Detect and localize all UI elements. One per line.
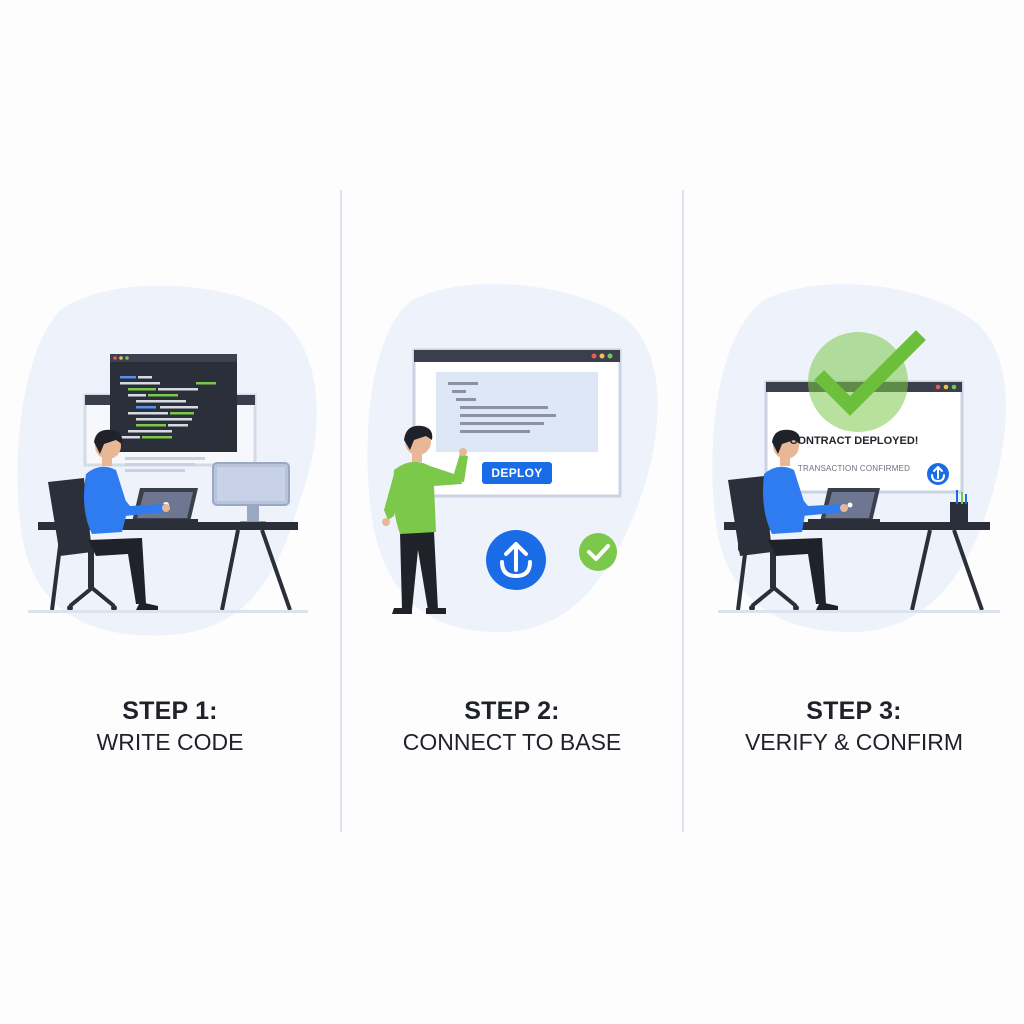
- divider-2: [682, 190, 684, 832]
- browser-window: [412, 348, 622, 498]
- step-2-illustration: [367, 283, 658, 633]
- step-1-illustration: [17, 285, 317, 636]
- step-2-subtitle: CONNECT TO BASE: [402, 729, 622, 755]
- step-1-subtitle: WRITE CODE: [96, 729, 244, 755]
- presenter: [382, 425, 468, 614]
- developer: [84, 429, 170, 610]
- step-2-title: STEP 2:: [464, 697, 560, 725]
- transaction-confirmed-text: TRANSACTION CONFIRMED: [797, 464, 911, 473]
- upload-arrow-icon: [927, 463, 949, 485]
- step-1-panel: STEP 1: WRITE CODE: [0, 0, 340, 1024]
- developer: [763, 429, 848, 610]
- step-3-panel: CONTRACT DEPLOYED! TRANSACTION CONFIRMED…: [684, 0, 1024, 1024]
- pencil-cup: [950, 490, 968, 522]
- code-editor-window: [110, 354, 237, 452]
- step-3-title: STEP 3:: [806, 697, 902, 725]
- step-3-illustration: [712, 284, 1006, 633]
- step-3-subtitle: VERIFY & CONFIRM: [744, 729, 964, 755]
- deploy-button[interactable]: DEPLOY: [482, 462, 552, 484]
- large-check-icon: [808, 330, 926, 432]
- contract-deployed-text: CONTRACT DEPLOYED!: [789, 435, 919, 447]
- monitor: [212, 462, 290, 525]
- upload-arrow-icon: [486, 530, 546, 590]
- check-circle-icon: [579, 533, 617, 571]
- step-1-title: STEP 1:: [122, 697, 218, 725]
- step-2-panel: DEPLOY STEP 2: CONNECT TO BASE: [342, 0, 682, 1024]
- divider-1: [340, 190, 342, 832]
